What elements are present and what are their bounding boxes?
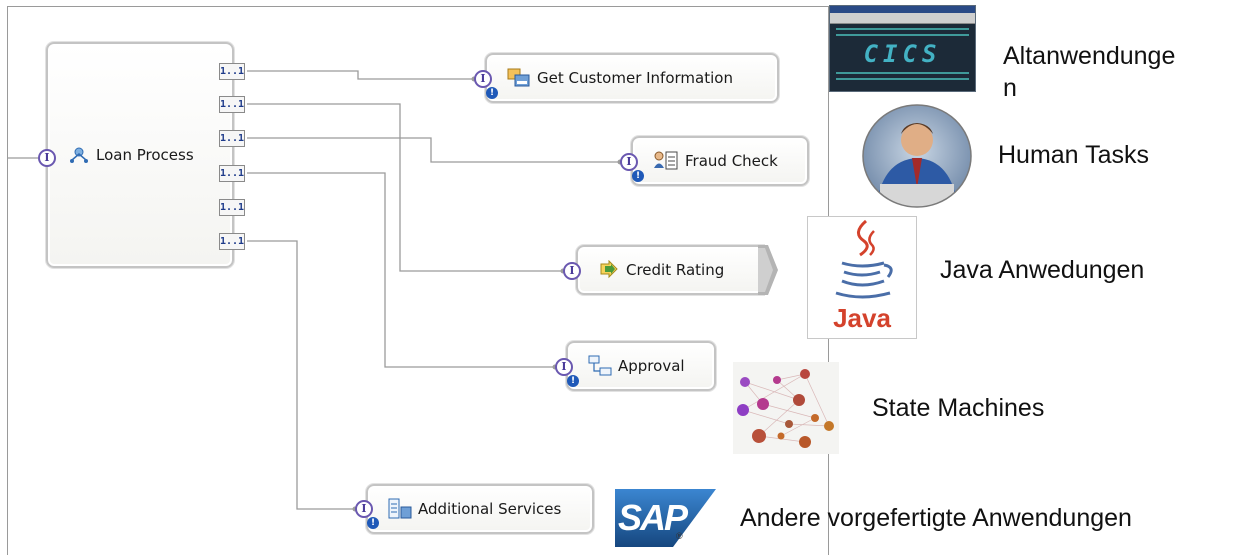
get-customer-interface-icon[interactable]: I [474, 70, 492, 88]
reference-pin-5[interactable]: 1..1 [219, 199, 245, 216]
credit-rating-component[interactable]: Credit Rating [576, 245, 764, 295]
altanwendungen-label: Altanwendunge n [1003, 40, 1175, 104]
sap-logo-icon: SAP ® [615, 489, 716, 547]
human-tasks-label: Human Tasks [998, 141, 1149, 169]
get-customer-warning-icon: ! [486, 87, 498, 99]
graph-node [777, 432, 785, 440]
human-task-icon [653, 150, 679, 172]
credit-rating-arrow-end [758, 245, 778, 295]
mainframe-cics-screen-icon: CICS [829, 5, 976, 92]
services-icon [388, 498, 412, 520]
wire-to-additional-services[interactable] [247, 240, 355, 510]
state-machines-label: State Machines [872, 394, 1045, 422]
graph-node [811, 414, 819, 422]
java-component-icon [507, 67, 531, 89]
altanwendungen-label-line-2: n [1003, 74, 1017, 102]
fraud-check-component[interactable]: Fraud Check [631, 136, 809, 186]
wire-to-credit-rating[interactable] [247, 103, 563, 272]
get-customer-information-component[interactable]: Get Customer Information [485, 53, 779, 103]
approval-interface-icon[interactable]: I [555, 358, 573, 376]
wire-to-get-customer[interactable] [247, 70, 474, 80]
mainframe-title-bar [830, 6, 975, 13]
additional-services-component[interactable]: Additional Services [366, 484, 594, 534]
fraud-check-interface-icon[interactable]: I [620, 153, 638, 171]
network-graph-icon [733, 362, 839, 454]
reference-pin-2[interactable]: 1..1 [219, 96, 245, 113]
mainframe-text-line [836, 28, 969, 30]
credit-rating-label: Credit Rating [626, 261, 725, 279]
fraud-check-warning-icon: ! [632, 170, 644, 182]
reference-pin-3[interactable]: 1..1 [219, 130, 245, 147]
additional-services-interface-icon[interactable]: I [355, 500, 373, 518]
state-machine-icon [588, 355, 612, 377]
get-customer-information-label: Get Customer Information [537, 69, 733, 87]
reference-pin-6[interactable]: 1..1 [219, 233, 245, 250]
import-arrow-icon [598, 260, 620, 280]
java-coffee-cup-icon [835, 219, 893, 299]
fraud-check-label: Fraud Check [685, 152, 778, 170]
loan-process-label: Loan Process [96, 146, 194, 164]
person-photo-icon [862, 104, 972, 208]
process-icon [68, 145, 90, 165]
sap-logo-text: SAP [618, 497, 688, 538]
mainframe-toolbar [830, 13, 975, 24]
reference-pin-4[interactable]: 1..1 [219, 165, 245, 182]
wire-to-fraud-check[interactable] [247, 137, 620, 163]
java-logo-text: Java [833, 303, 891, 333]
loan-process-component[interactable]: Loan Process [46, 42, 234, 268]
graph-node [793, 394, 805, 406]
additional-services-label: Additional Services [418, 500, 562, 518]
java-logo-icon: Java [807, 216, 917, 339]
diagram-frame-left-border [7, 6, 8, 555]
sap-registered-mark: ® [676, 531, 683, 541]
credit-rating-interface-icon[interactable]: I [563, 262, 581, 280]
approval-warning-icon: ! [567, 375, 579, 387]
graph-node [800, 369, 810, 379]
wire-to-approval[interactable] [247, 172, 555, 368]
reference-pin-1[interactable]: 1..1 [219, 63, 245, 80]
java-anwedungen-label: Java Anwedungen [940, 256, 1145, 284]
cics-logo-text: CICS [863, 40, 942, 68]
approval-component[interactable]: Approval [566, 341, 716, 391]
graph-node [752, 429, 766, 443]
additional-services-warning-icon: ! [367, 517, 379, 529]
graph-node [824, 421, 834, 431]
graph-node [740, 377, 750, 387]
graph-node [773, 376, 781, 384]
graph-node [785, 420, 793, 428]
graph-node [799, 436, 811, 448]
altanwendungen-label-line-1: Altanwendunge [1003, 42, 1176, 70]
loan-process-interface-icon[interactable]: I [38, 149, 56, 167]
mainframe-text-line [836, 78, 969, 80]
andere-anwendungen-label: Andere vorgefertigte Anwendungen [740, 504, 1132, 532]
graph-node [737, 404, 749, 416]
approval-label: Approval [618, 357, 685, 375]
graph-node [757, 398, 769, 410]
mainframe-text-line [836, 72, 969, 74]
mainframe-text-line [836, 34, 969, 36]
diagram-frame-top-border [7, 6, 829, 7]
